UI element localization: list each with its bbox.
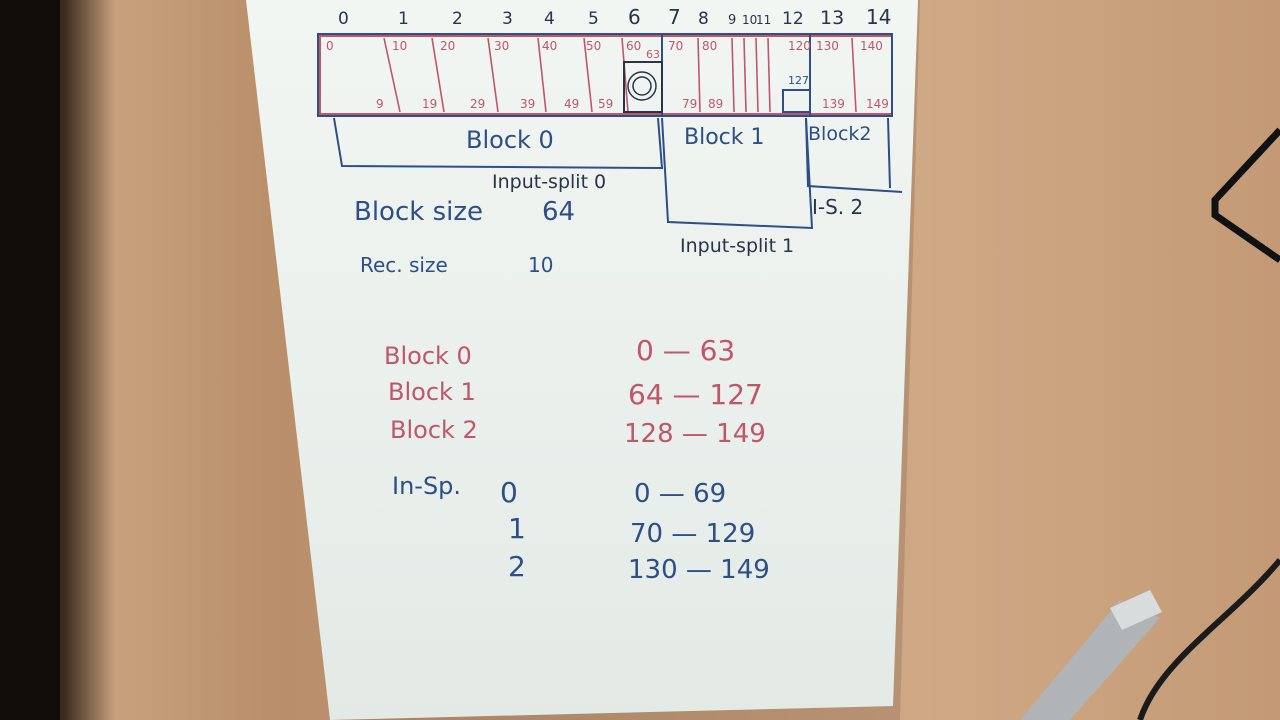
top-index-10: 10 — [742, 13, 757, 27]
paper-sheet — [246, 0, 918, 720]
block-size-label: Block size — [354, 197, 483, 227]
record-divider-0 — [383, 37, 401, 113]
split-num-2: 2 — [508, 550, 526, 583]
block-range-label-1: Block 1 — [388, 378, 476, 406]
top-index-1: 1 — [398, 9, 409, 29]
record-start-number-11: 140 — [860, 39, 883, 53]
record-end-number-3: 39 — [520, 97, 535, 111]
block-boxes — [333, 117, 903, 230]
record-divider-1 — [431, 37, 445, 113]
record-divider-9 — [755, 37, 759, 113]
block-1-label: Block 1 — [684, 125, 765, 150]
record-end-number-6: 79 — [682, 97, 697, 111]
record-end-number-1: 19 — [422, 97, 437, 111]
dark-edge — [0, 0, 60, 720]
boundary-box-127 — [782, 89, 811, 113]
top-index-3: 3 — [502, 9, 513, 29]
split-header: In-Sp. — [392, 472, 461, 500]
block-range-value-2: 128 — 149 — [624, 419, 766, 449]
record-divider-7 — [731, 37, 735, 113]
record-start-number-5: 50 — [586, 39, 601, 53]
record-end-numbers: 9 19 29 39 49 59 79 89 139 149 — [376, 97, 889, 111]
top-index-0: 0 — [338, 9, 349, 29]
rec-size-label: Rec. size — [360, 253, 448, 277]
record-start-number-1: 10 — [392, 39, 407, 53]
pen — [1020, 590, 1162, 720]
record-start-number-0: 0 — [326, 39, 334, 53]
top-index-2: 2 — [452, 9, 463, 29]
block-0-label: Block 0 — [466, 126, 554, 154]
record-divider-3 — [537, 37, 547, 113]
record-divider-8 — [743, 37, 747, 113]
record-end-number-8: 139 — [822, 97, 845, 111]
top-index-4: 4 — [544, 9, 555, 29]
split-range-1: 70 — 129 — [630, 519, 755, 549]
record-start-numbers: 0 10 20 30 40 50 60 70 80 120 130 140 — [326, 39, 883, 53]
top-index-6: 6 — [628, 5, 641, 29]
top-index-5: 5 — [588, 9, 599, 29]
input-split-1-label: Input-split 1 — [680, 235, 794, 257]
record-start-number-4: 40 — [542, 39, 557, 53]
top-index-8: 8 — [698, 9, 709, 29]
cable — [1211, 127, 1280, 263]
extra-number-63: 63 — [646, 48, 660, 61]
record-start-number-6: 60 — [626, 39, 641, 53]
split-range-2: 130 — 149 — [628, 555, 770, 585]
top-index-14: 14 — [866, 5, 891, 29]
record-end-number-7: 89 — [708, 97, 723, 111]
record-divider-4 — [583, 37, 593, 113]
split-range-0: 0 — 69 — [634, 479, 726, 509]
top-index-12: 12 — [782, 9, 804, 29]
block-range-value-1: 64 — 127 — [628, 378, 763, 411]
top-index-9: 9 — [728, 13, 736, 28]
record-start-number-7: 70 — [668, 39, 683, 53]
cable-lower — [1137, 558, 1280, 720]
record-end-number-0: 9 — [376, 97, 384, 111]
record-end-number-4: 49 — [564, 97, 579, 111]
top-index-11: 11 — [756, 13, 771, 27]
block-range-label-0: Block 0 — [384, 342, 472, 370]
record-start-number-8: 80 — [702, 39, 717, 53]
top-index-13: 13 — [820, 7, 844, 29]
record-start-number-3: 30 — [494, 39, 509, 53]
extra-number-127: 127 — [788, 74, 809, 87]
record-start-number-9: 120 — [788, 39, 811, 53]
input-split-2-label: I-S. 2 — [812, 195, 863, 219]
boundary-box-63 — [623, 61, 663, 113]
record-start-number-10: 130 — [816, 39, 839, 53]
split-num-1: 1 — [508, 512, 526, 545]
top-index-7: 7 — [668, 5, 681, 29]
record-end-number-9: 149 — [866, 97, 889, 111]
record-divider-6 — [697, 37, 701, 113]
block-range-value-0: 0 — 63 — [636, 334, 735, 367]
record-divider-10 — [767, 37, 771, 113]
record-end-number-5: 59 — [598, 97, 613, 111]
input-split-0-label: Input-split 0 — [492, 171, 606, 193]
record-start-number-2: 20 — [440, 39, 455, 53]
block-size-value: 64 — [542, 197, 575, 227]
split-num-0: 0 — [500, 476, 518, 509]
block-2-label: Block2 — [808, 123, 871, 145]
block-range-label-2: Block 2 — [390, 416, 478, 444]
record-strip — [317, 33, 893, 117]
rec-size-value: 10 — [528, 253, 553, 277]
record-divider-2 — [487, 37, 499, 113]
record-end-number-2: 29 — [470, 97, 485, 111]
record-dividers — [383, 37, 857, 113]
record-divider-11 — [851, 37, 857, 113]
